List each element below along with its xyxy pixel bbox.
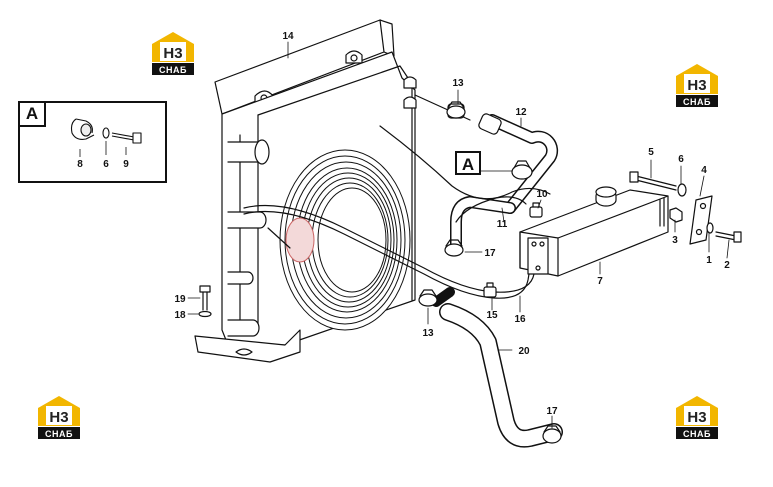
logo-mark: H3 — [163, 45, 182, 62]
bolt-19 — [199, 285, 211, 311]
bracket-4 — [689, 195, 713, 245]
part-label-7: 7 — [597, 276, 603, 287]
nut-3 — [669, 207, 683, 223]
watermark-logo-bottom-left: H3 CHAБ — [34, 394, 84, 442]
clamp-13-upper — [446, 101, 466, 119]
callout-a-letter: A — [462, 155, 474, 174]
logo-mark: H3 — [687, 409, 706, 426]
bolt-2 — [715, 231, 742, 243]
part-label-10: 10 — [536, 189, 548, 200]
logo-word: CHAБ — [159, 65, 187, 75]
expansion-tank — [519, 186, 669, 277]
inset-label-6: 6 — [103, 159, 109, 170]
fan-shroud — [279, 149, 411, 331]
part-label-2: 2 — [724, 260, 730, 271]
washer-1 — [706, 222, 714, 234]
washer-6 — [677, 183, 687, 197]
line-16 — [243, 204, 537, 299]
part-label-17-upper: 17 — [484, 248, 496, 259]
inset-bolt-9 — [111, 132, 142, 144]
watermark-logo-top-right: H3 CHAБ — [672, 62, 722, 110]
hose-11 — [379, 125, 551, 223]
logo-mark: H3 — [49, 409, 68, 426]
part-label-19: 19 — [174, 294, 186, 305]
detail-inset-drawing: 8 6 9 — [70, 118, 142, 170]
watermark-logo-bottom-right: H3 CHAБ — [672, 394, 722, 442]
inset-label-8: 8 — [77, 159, 83, 170]
part-label-3: 3 — [672, 235, 678, 246]
part-label-15: 15 — [486, 310, 498, 321]
callout-a-box: A — [455, 151, 481, 175]
part-label-12: 12 — [515, 107, 527, 118]
clamp-callout-a — [511, 160, 533, 180]
inset-label-9: 9 — [123, 159, 129, 170]
clamp-17-upper — [444, 239, 464, 257]
logo-mark: H3 — [687, 77, 706, 94]
watermark-logo-top-left: H3 CHAБ — [148, 30, 198, 78]
part-label-6: 6 — [678, 154, 684, 165]
part-label-18: 18 — [174, 310, 186, 321]
inset-washer-6 — [102, 127, 110, 139]
hose-20 — [431, 287, 563, 448]
leader-lines — [187, 41, 730, 429]
logo-word: CHAБ — [683, 97, 711, 107]
detail-inset-a: A 8 6 9 — [18, 101, 167, 183]
part-label-1: 1 — [706, 255, 712, 266]
inset-clamp-8 — [70, 118, 95, 140]
clamp-15 — [483, 282, 497, 298]
washer-18 — [198, 310, 212, 318]
clamp-10 — [529, 202, 543, 218]
part-label-5: 5 — [648, 147, 654, 158]
part-label-11: 11 — [497, 219, 508, 230]
clamp-13-lower — [418, 289, 438, 307]
part-label-13-upper: 13 — [452, 78, 464, 89]
clamp-17-lower — [542, 425, 562, 444]
part-label-20: 20 — [518, 346, 530, 357]
logo-word: CHAБ — [45, 429, 73, 439]
part-label-17-lower: 17 — [546, 406, 558, 417]
part-label-14: 14 — [282, 31, 294, 42]
bolt-5 — [629, 171, 677, 191]
part-label-13-lower: 13 — [422, 328, 434, 339]
part-label-16: 16 — [514, 314, 526, 325]
part-label-4: 4 — [701, 165, 707, 176]
logo-word: CHAБ — [683, 429, 711, 439]
detail-inset-letter: A — [20, 103, 46, 127]
